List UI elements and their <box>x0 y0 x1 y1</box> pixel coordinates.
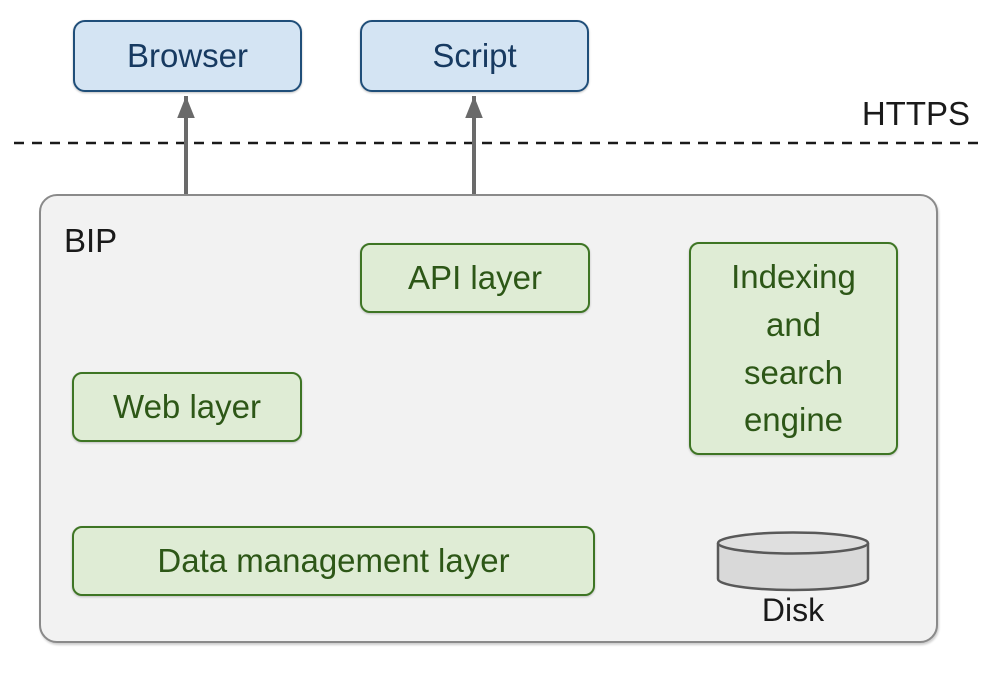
node-api-layer-label: API layer <box>408 259 542 296</box>
disk-label: Disk <box>761 592 825 628</box>
node-data-management-layer-label: Data management layer <box>157 542 510 579</box>
node-script-label: Script <box>432 37 517 74</box>
disk-cylinder-icon <box>716 531 870 592</box>
bip-container-label: BIP <box>64 222 118 259</box>
node-data-management-layer: Data management layer <box>72 526 595 596</box>
node-browser: Browser <box>73 20 302 92</box>
node-api-layer: API layer <box>360 243 590 313</box>
node-web-layer: Web layer <box>72 372 302 442</box>
https-label: HTTPS <box>861 95 970 132</box>
node-script: Script <box>360 20 589 92</box>
node-browser-label: Browser <box>126 37 249 74</box>
node-web-layer-label: Web layer <box>113 388 261 425</box>
node-indexing-search-engine: Indexing and search engine <box>689 242 898 455</box>
node-indexing-search-engine-label: Indexing and search engine <box>731 257 856 439</box>
